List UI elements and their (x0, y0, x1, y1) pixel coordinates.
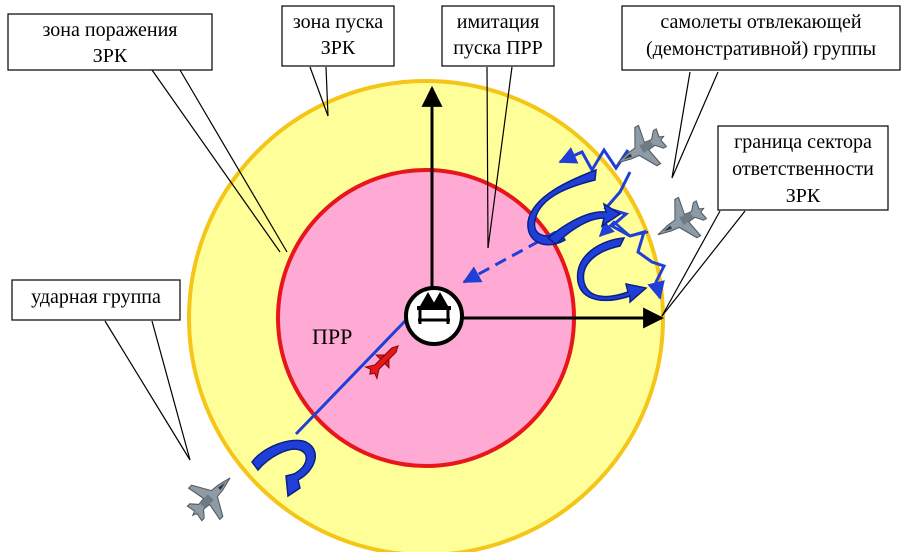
callout-lines (104, 66, 746, 461)
callout-launch-zone: зона пуска ЗРК (281, 5, 395, 67)
sector-label-line2: ответственности (732, 158, 874, 180)
fighter-aircraft-icon (176, 461, 247, 532)
decoy-track-mid (598, 220, 649, 238)
decoy-label-line1: самолеты отвлекающей (660, 11, 861, 33)
launch-zone-label-line1: зона пуска (293, 11, 383, 33)
imitation-launch-track (462, 230, 557, 284)
kill-zone-label-line2: ЗРК (93, 45, 128, 67)
imitation-label-line2: пуска ПРР (453, 37, 543, 59)
curved-maneuver-arrow-icon (576, 237, 648, 304)
callout-kill-zone: зона поражения ЗРК (7, 13, 213, 71)
arm-track (294, 316, 410, 436)
callout-decoy-group: самолеты отвлекающей (демонстративной) г… (621, 5, 901, 71)
curved-maneuver-arrow-icon (527, 168, 622, 246)
callout-imitation: имитация пуска ПРР (441, 5, 555, 67)
fighter-aircraft-icon (606, 116, 676, 183)
strike-group-label: ударная группа (31, 286, 161, 308)
sector-label-line1: граница сектора (734, 131, 872, 153)
imitation-label-line1: имитация (457, 11, 540, 33)
arm-label: ПРР (312, 324, 352, 349)
callout-sector-boundary: граница сектора ответственности ЗРК (717, 125, 889, 211)
missile-icon (364, 345, 399, 380)
decoy-track-upper (558, 147, 630, 173)
kill-zone-label-line1: зона поражения (43, 19, 178, 41)
callout-strike-group: ударная группа (11, 279, 181, 321)
fighter-aircraft-icon (646, 188, 716, 255)
curved-maneuver-arrow-icon (251, 439, 316, 498)
decoy-label-line2: (демонстративной) группы (646, 38, 876, 60)
sam-site-icon (404, 286, 464, 346)
sector-label-line3: ЗРК (786, 185, 821, 207)
launch-zone-label-line2: ЗРК (321, 37, 356, 59)
